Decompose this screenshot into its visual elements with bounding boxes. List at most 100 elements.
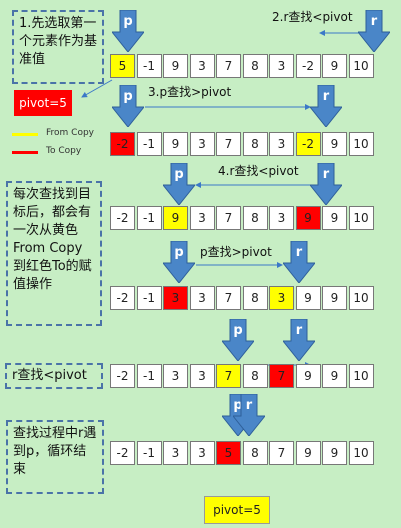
pointer-r-row4: r (283, 241, 315, 283)
array-cell: 3 (189, 364, 215, 388)
array-cell: 9 (322, 54, 347, 78)
array-cell: 9 (295, 206, 321, 230)
pointer-label: p (174, 245, 184, 260)
array-cell: -2 (110, 286, 135, 310)
step-label-5: p查找>pivot (200, 245, 272, 259)
note-copy-explanation: 每次查找到目标后，都会有一次从黄色From Copy到红色To的赋值操作 (6, 181, 102, 326)
array-cell: 7 (216, 54, 241, 78)
array-cell: -2 (295, 132, 321, 156)
step-label-3: 3.p查找>pivot (148, 85, 232, 99)
down-arrow-icon (112, 85, 144, 127)
pointer-r-row3: r (310, 163, 342, 205)
array-cell: 5 (216, 441, 241, 465)
down-arrow-icon (222, 319, 254, 361)
pointer-label: p (174, 167, 184, 182)
legend-to-swatch (12, 151, 38, 154)
array-cell: 9 (295, 286, 321, 310)
array-cell: -1 (136, 132, 162, 156)
pointer-p-row1: p (112, 10, 144, 52)
pointer-label: r (370, 14, 378, 29)
array-cell: 3 (269, 286, 294, 310)
note-r-search: r查找<pivot (5, 363, 103, 389)
pointer-label: r (295, 245, 303, 260)
array-cell: -2 (110, 441, 135, 465)
array-cell: 8 (242, 441, 268, 465)
array-cell: 9 (322, 286, 347, 310)
pointer-r-row1: r (358, 10, 390, 52)
pointer-label: p (233, 398, 243, 413)
array-cell: 9 (163, 132, 188, 156)
array-cell: -1 (136, 54, 162, 78)
pointer-label: r (245, 398, 253, 413)
array-cell: 3 (269, 132, 294, 156)
array-cell: 9 (322, 441, 347, 465)
pointer-p-row2: p (112, 85, 144, 127)
array-cell: 9 (163, 206, 188, 230)
array-cell: -1 (136, 441, 162, 465)
down-arrow-icon (310, 85, 342, 127)
array-cell: 3 (189, 441, 215, 465)
array-cell: 8 (242, 54, 268, 78)
note-select-pivot: 1.先选取第一个元素作为基准值 (12, 10, 104, 84)
array-cell: 7 (216, 132, 241, 156)
array-cell: -2 (295, 54, 321, 78)
down-arrow-icon (233, 394, 265, 436)
pointer-p-row4: p (163, 241, 195, 283)
array-cell: 7 (269, 441, 294, 465)
array-cell: 3 (189, 206, 215, 230)
array-cell: 3 (269, 206, 294, 230)
down-arrow-icon (358, 10, 390, 52)
pointer-label: p (233, 323, 243, 338)
array-cell: 8 (242, 364, 268, 388)
array-cell: 10 (348, 206, 374, 230)
array-cell: 3 (163, 364, 188, 388)
array-cell: 10 (348, 54, 374, 78)
array-cell: -2 (110, 364, 135, 388)
array-cell: 10 (348, 132, 374, 156)
pointer-label: r (322, 167, 330, 182)
pointer-label: r (295, 323, 303, 338)
pointer-r-row2: r (310, 85, 342, 127)
legend-from-swatch (12, 133, 38, 136)
array-cell: 5 (110, 54, 135, 78)
array-cell: 7 (216, 206, 241, 230)
array-cell: 3 (189, 286, 215, 310)
array-cell: 9 (163, 54, 188, 78)
step-label-2: 2.r查找<pivot (272, 10, 353, 24)
array-cell: 8 (242, 206, 268, 230)
array-cell: 9 (322, 364, 347, 388)
array-cell: 3 (163, 286, 188, 310)
pivot-value-top: pivot=5 (14, 90, 72, 116)
array-cell: 9 (322, 132, 347, 156)
down-arrow-icon (283, 241, 315, 283)
array-cell: 3 (189, 132, 215, 156)
array-cell: 3 (163, 441, 188, 465)
array-cell: -2 (110, 206, 135, 230)
pointer-p-row5: p (222, 319, 254, 361)
array-cell: 3 (269, 54, 294, 78)
legend-from-label: From Copy (46, 128, 94, 138)
pointer-r-row6: r (233, 394, 265, 436)
pivot-value-bottom: pivot=5 (204, 496, 270, 524)
array-cell: 7 (269, 364, 294, 388)
array-cell: 8 (242, 286, 268, 310)
array-cell: 9 (295, 441, 321, 465)
pointer-label: p (123, 89, 133, 104)
step-label-4: 4.r查找<pivot (218, 164, 299, 178)
down-arrow-icon (163, 241, 195, 283)
pointer-label: r (322, 89, 330, 104)
down-arrow-icon (310, 163, 342, 205)
pointer-r-row5: r (283, 319, 315, 361)
array-cell: 10 (348, 441, 374, 465)
down-arrow-icon (112, 10, 144, 52)
note-loop-end: 查找过程中r遇到p，循环结束 (6, 420, 104, 494)
array-cell: 9 (322, 206, 347, 230)
array-cell: 9 (295, 364, 321, 388)
array-cell: -1 (136, 206, 162, 230)
pointer-p-row3: p (163, 163, 195, 205)
array-cell: 10 (348, 364, 374, 388)
array-cell: -1 (136, 286, 162, 310)
down-arrow-icon (163, 163, 195, 205)
pointer-label: p (123, 14, 133, 29)
